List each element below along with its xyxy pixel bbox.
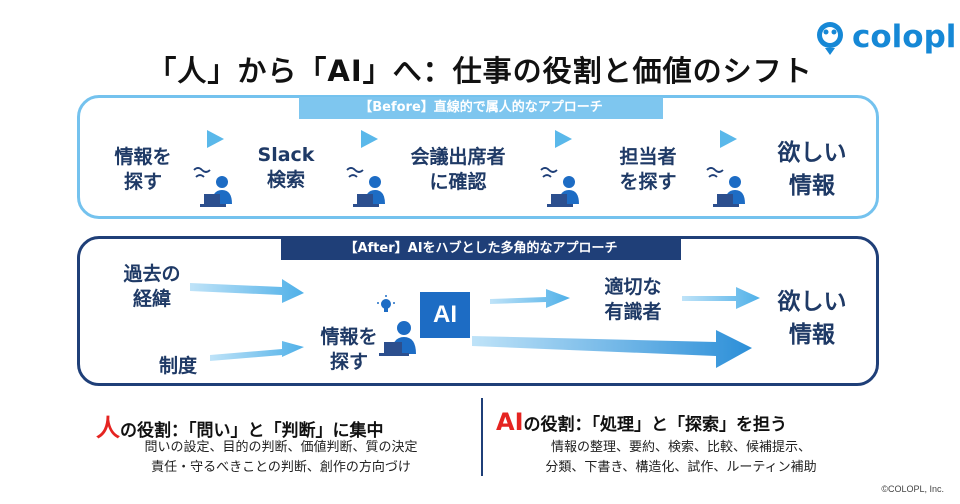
arrow-right-icon	[720, 130, 737, 148]
ai-role-line-2: 分類、下書き、構造化、試作、ルーティン補助	[545, 460, 817, 475]
human-role-description: 問いの設定、目的の判断、価値判断、質の決定 責任・守るべきことの判断、創作の方向…	[96, 438, 466, 478]
balloon-logo-icon	[817, 22, 843, 55]
after-expert-label: 適切な 有識者	[604, 276, 662, 323]
before-step-1: 情報を 探す	[114, 146, 172, 193]
after-input-history: 過去の 経緯	[123, 263, 181, 310]
ai-role-accent: AI	[496, 408, 524, 436]
human-role-accent: 人	[96, 414, 120, 442]
person-at-laptop-icon	[540, 167, 579, 207]
before-step-4: 担当者 を探す	[619, 146, 677, 193]
after-label: 【After】AIをハブとした多角的なアプローチ	[281, 238, 681, 260]
lightbulb-icon	[377, 295, 395, 312]
after-result: 欲しい 情報	[777, 289, 847, 348]
after-person-label: 情報を 探す	[320, 326, 378, 373]
human-role-line-1: 問いの設定、目的の判断、価値判断、質の決定	[144, 440, 418, 455]
ai-role-line-1: 情報の整理、要約、検索、比較、候補提示、	[550, 440, 811, 455]
role-divider	[481, 398, 483, 476]
ai-role-description: 情報の整理、要約、検索、比較、候補提示、 分類、下書き、構造化、試作、ルーティン…	[496, 438, 866, 478]
person-with-idea-icon	[377, 295, 416, 356]
company-logo-text: colopl	[852, 19, 957, 55]
before-label: 【Before】直線的で属人的なアプローチ	[299, 97, 663, 119]
ai-hub-badge: AI	[420, 292, 470, 338]
human-role-heading: 人の役割：「問い」と「判断」に集中	[96, 408, 384, 443]
after-panel	[77, 236, 879, 386]
person-at-laptop-icon	[193, 167, 232, 207]
human-role-line-2: 責任・守るべきことの判断、創作の方向づけ	[151, 460, 411, 475]
after-input-policy: 制度	[158, 355, 197, 377]
copyright: ©COLOPL, Inc.	[881, 484, 944, 494]
arrow-right-icon	[361, 130, 378, 148]
before-step-2: Slack 検索	[257, 144, 315, 191]
before-step-3: 会議出席者 に確認	[410, 146, 506, 193]
ai-role-heading-text: の役割：「処理」と「探索」を担う	[523, 415, 788, 435]
person-at-laptop-icon	[706, 167, 745, 207]
ai-role-heading: AIの役割：「処理」と「探索」を担う	[496, 408, 787, 436]
arrow-right-icon	[555, 130, 572, 148]
human-role-heading-text: の役割：「問い」と「判断」に集中	[120, 421, 384, 441]
arrow-right-icon	[207, 130, 224, 148]
before-result: 欲しい 情報	[777, 140, 847, 199]
page-title: 「人」から「AI」へ：仕事の役割と価値のシフト	[147, 54, 813, 88]
person-at-laptop-icon	[346, 167, 385, 207]
